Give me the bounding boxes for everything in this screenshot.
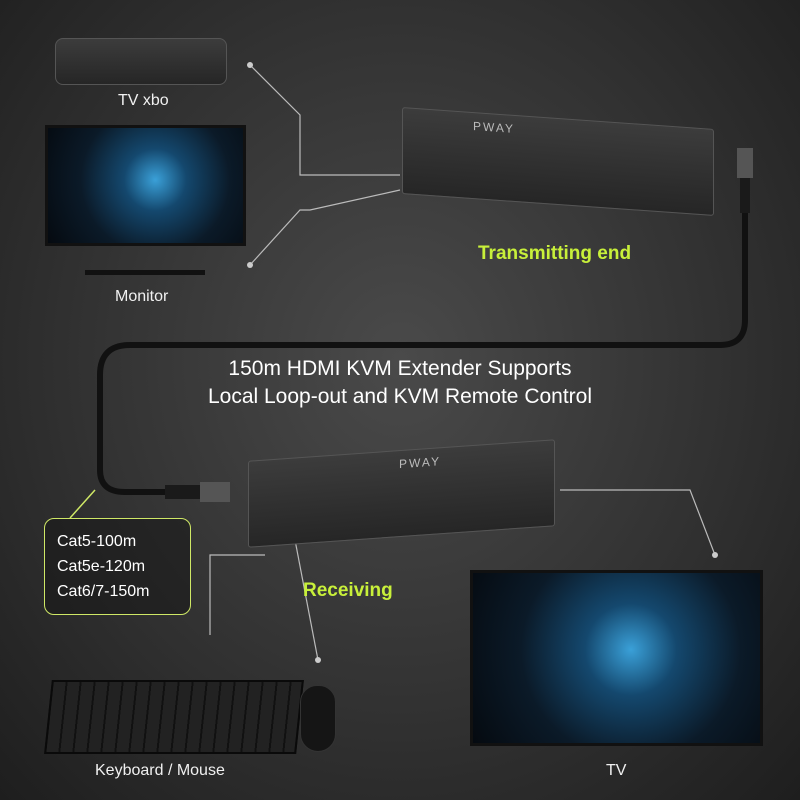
monitor-image — [45, 125, 246, 246]
receiver-label: Receiving — [303, 580, 393, 601]
cable-spec-cat6: Cat6/7-150m — [57, 583, 150, 600]
rj45-connector-bottom — [200, 482, 230, 502]
rj45-connector-top — [737, 148, 753, 178]
transmitter-label: Transmitting end — [478, 243, 632, 264]
headline: 150m HDMI KVM Extender Supports Local Lo… — [150, 355, 650, 411]
ethernet-cable — [97, 210, 748, 495]
tv-box-label: TV xbo — [118, 92, 169, 109]
monitor-stand — [85, 270, 205, 275]
headline-line-2: Local Loop-out and KVM Remote Control — [207, 385, 593, 408]
cable-spec-cat5: Cat5-100m — [57, 533, 137, 550]
brand-logo: PWAY — [473, 119, 516, 136]
tv-label: TV — [606, 762, 627, 779]
brand-logo: PWAY — [399, 454, 442, 472]
monitor-label: Monitor — [115, 288, 169, 305]
tv-image — [470, 570, 763, 746]
cable-spec-cat5e: Cat5e-120m — [57, 558, 146, 575]
mouse-image — [300, 685, 336, 752]
cable-spec-callout: Cat5-100m Cat5e-120m Cat6/7-150m — [44, 518, 191, 615]
keyboard-image — [44, 680, 304, 754]
keyboard-mouse-label: Keyboard / Mouse — [95, 762, 225, 779]
tv-box-image — [55, 38, 227, 85]
headline-line-1: 150m HDMI KVM Extender Supports — [228, 357, 572, 380]
